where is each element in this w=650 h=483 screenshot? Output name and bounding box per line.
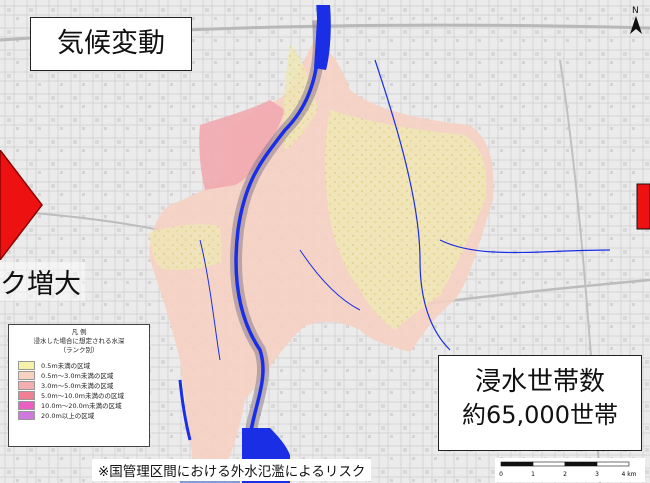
- legend-swatch: [18, 380, 35, 390]
- map-legend: 凡 例 浸水した場合に想定される水深 （ランク別） 0.5m未満の区域 0.5m〜…: [8, 324, 150, 447]
- legend-swatch: [18, 360, 35, 370]
- flood-zone-shallow: [325, 110, 486, 330]
- scale-tick-label: 3: [595, 471, 599, 478]
- legend-swatch: [18, 370, 35, 380]
- title-box: 気候変動: [30, 17, 192, 71]
- legend-swatch: [18, 410, 35, 420]
- legend-item-label: 5.0m〜10.0m未満のの区域: [41, 392, 124, 400]
- legend-swatch: [18, 400, 35, 410]
- scale-tick-label: 4 km: [621, 471, 636, 478]
- legend-item: 3.0m〜5.0m未満の区域: [9, 380, 149, 390]
- flood-zone-3m: [199, 100, 285, 190]
- left-red-arrow-icon: [0, 150, 43, 260]
- scale-tick-label: 0: [499, 471, 503, 478]
- scale-tick-label: 2: [563, 471, 567, 478]
- north-arrow-icon: N: [630, 6, 642, 34]
- legend-item-label: 10.0m〜20.0m未満の区域: [41, 402, 122, 410]
- legend-item: 5.0m〜10.0m未満のの区域: [9, 390, 149, 400]
- household-label: 浸水世帯数: [474, 367, 605, 397]
- legend-item: 0.5m〜3.0m未満の区域: [9, 370, 149, 380]
- legend-subtitle-rank: （ランク別）: [59, 346, 99, 354]
- scale-segment: [596, 461, 630, 467]
- risk-increase-text: ク増大: [0, 262, 85, 301]
- legend-title: 凡 例: [71, 328, 87, 336]
- scale-bar: 0 1 2 3 4 km: [495, 458, 645, 482]
- household-box: 浸水世帯数 約65,000世帯: [438, 355, 642, 451]
- scale-segment: [500, 461, 534, 467]
- legend-item: 0.5m未満の区域: [9, 360, 149, 370]
- risk-note: ※国管理区間における外水氾濫によるリスク: [92, 459, 372, 481]
- legend-item: 20.0m以上の区域: [9, 410, 149, 420]
- legend-item: 10.0m〜20.0m未満の区域: [9, 400, 149, 410]
- scale-segment: [564, 461, 598, 467]
- legend-item-label: 20.0m以上の区域: [41, 412, 95, 420]
- household-value: 約65,000世帯: [462, 401, 618, 429]
- page-title: 気候変動: [57, 28, 165, 59]
- right-red-arrow-icon: [636, 183, 650, 230]
- legend-swatch: [18, 390, 35, 400]
- main-river: [234, 4, 321, 441]
- legend-item-label: 0.5m未満の区域: [41, 362, 91, 370]
- legend-item-label: 3.0m〜5.0m未満の区域: [41, 382, 114, 390]
- scale-tick-label: 1: [531, 471, 535, 478]
- legend-item-label: 0.5m〜3.0m未満の区域: [41, 372, 114, 380]
- legend-subtitle: 浸水した場合に想定される水深: [33, 337, 125, 345]
- north-label: N: [632, 6, 639, 16]
- scale-segment: [532, 461, 566, 467]
